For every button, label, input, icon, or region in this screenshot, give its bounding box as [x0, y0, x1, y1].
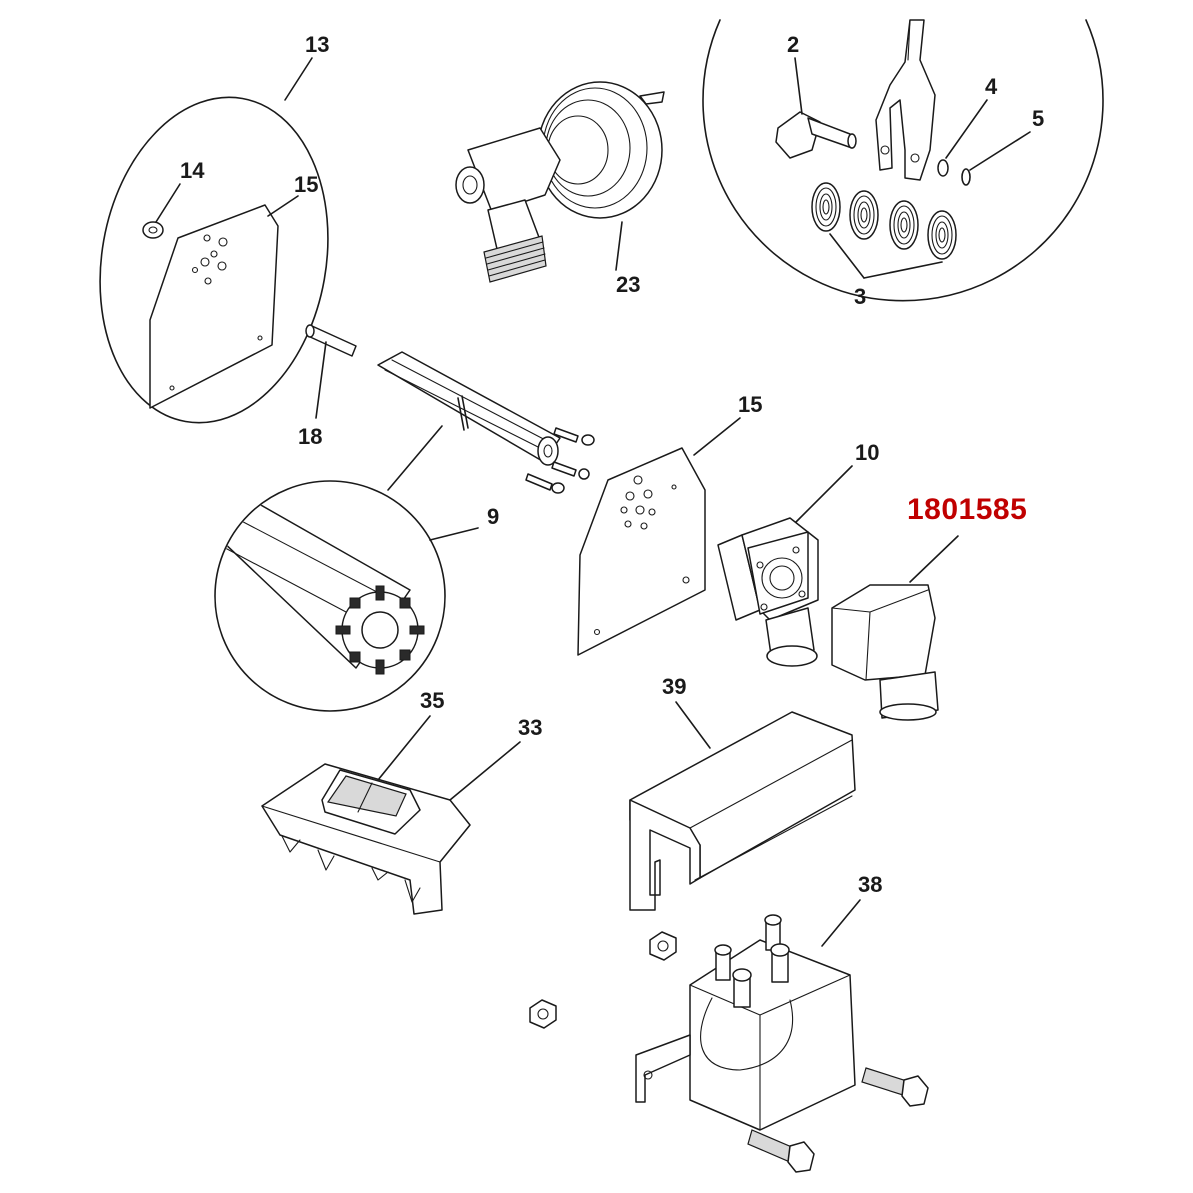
plate-part-15: [577, 447, 706, 656]
callout-35: 35: [420, 688, 444, 713]
washer-part-14: [142, 221, 164, 239]
callout-1801585-highlight: 1801585: [907, 493, 1027, 526]
solenoid-part-38: [529, 914, 929, 1173]
callout-2: 2: [787, 32, 799, 57]
washer-part-4: [937, 159, 949, 177]
callout-39: 39: [662, 674, 686, 699]
gearbox-part-10: [717, 517, 819, 667]
nut-upper: [649, 931, 677, 961]
callout-13: 13: [305, 32, 329, 57]
callout-15-upper: 15: [294, 172, 318, 197]
detail-shaft-circle: [214, 480, 446, 712]
callout-14: 14: [180, 158, 205, 183]
cap-part-1801585: [831, 584, 939, 721]
callout-15-middle: 15: [738, 392, 762, 417]
bolt-right: [861, 1067, 929, 1107]
rocker-switch-part-35: [321, 769, 421, 835]
callout-3: 3: [854, 284, 866, 309]
nut-lower: [529, 999, 557, 1029]
callout-4: 4: [985, 74, 998, 99]
callout-38: 38: [858, 872, 882, 897]
springs-part-3: [811, 182, 957, 260]
shaft-part-2: [775, 111, 857, 159]
callout-10: 10: [855, 440, 879, 465]
bolt-bottom: [747, 1129, 815, 1173]
detail-springs-circle: [702, 19, 1104, 302]
callout-33: 33: [518, 715, 542, 740]
callout-9: 9: [487, 504, 499, 529]
swivel-part-23: [455, 81, 665, 283]
callout-23: 23: [616, 272, 640, 297]
oring-part-5: [961, 168, 971, 186]
callout-18: 18: [298, 424, 322, 449]
detail-plate-ellipse: [99, 96, 329, 424]
leader-lines: [155, 57, 1031, 947]
cover-part-39: [629, 711, 856, 911]
callout-5: 5: [1032, 106, 1044, 131]
pin-part-18: [305, 324, 357, 357]
switch-housing-part-33: [261, 763, 471, 915]
shaft-part-9: [377, 351, 595, 494]
